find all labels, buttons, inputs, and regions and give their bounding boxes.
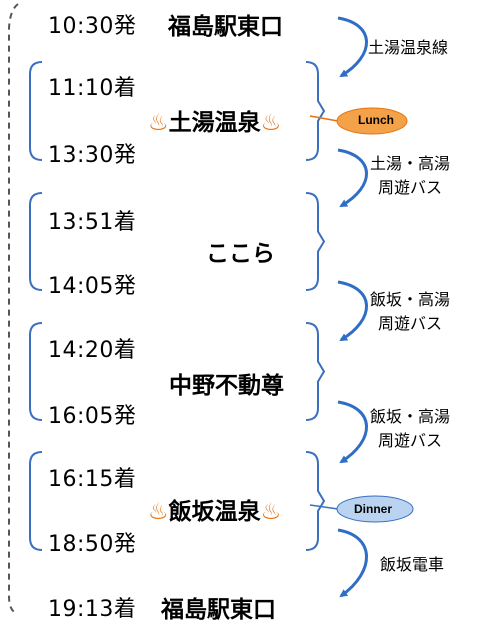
brace-right-1 xyxy=(305,61,326,161)
stop-name-iizaka: 飯坂温泉 xyxy=(168,499,261,525)
time-arrive-iizaka: 16:15着 xyxy=(48,467,137,492)
brace-left-3 xyxy=(29,322,43,421)
time-arrive-tsuchiyu: 11:10着 xyxy=(48,76,137,101)
route-label-line: 飯坂・高湯 xyxy=(370,407,451,426)
route-arrow-1 xyxy=(337,16,368,78)
lunch-connector xyxy=(309,115,339,122)
brace-right-4 xyxy=(305,451,326,551)
route-label-5: 飯坂電車 xyxy=(380,553,444,577)
route-arrow-3 xyxy=(337,280,368,342)
route-label-line: 周遊バス xyxy=(378,314,443,333)
route-label-1: 土湯温泉線 xyxy=(368,36,448,60)
time-arrive-nakano: 14:20着 xyxy=(48,338,137,363)
route-label-3: 飯坂・高湯 周遊バス xyxy=(370,288,450,336)
time-depart-kokora: 14:05発 xyxy=(48,274,137,299)
route-label-line: 土湯・高湯 xyxy=(370,154,451,173)
time-depart-nakano: 16:05発 xyxy=(48,404,137,429)
dashed-timeline xyxy=(8,3,19,614)
brace-left-2 xyxy=(29,192,43,291)
time-depart-iizaka: 18:50発 xyxy=(48,532,137,557)
brace-left-4 xyxy=(29,451,43,551)
time-depart-tsuchiyu: 13:30発 xyxy=(48,143,137,168)
route-label-line: 周遊バス xyxy=(378,431,443,450)
stop-name-fukushima: 福島駅東口 xyxy=(168,14,283,40)
stop-name-kokora: ここら xyxy=(206,241,275,267)
hot-spring-icon: ♨ xyxy=(148,110,169,136)
time-arrive-fukushima: 19:13着 xyxy=(48,597,137,622)
route-label-4: 飯坂・高湯 周遊バス xyxy=(370,405,450,453)
hot-spring-icon: ♨ xyxy=(148,499,169,525)
stop-name-nakano-fudoson: 中野不動尊 xyxy=(169,373,284,399)
lunch-tag-text: Lunch xyxy=(358,113,394,127)
route-arrow-2 xyxy=(337,148,368,208)
stop-name-tsuchiyu: 土湯温泉 xyxy=(168,110,261,136)
route-label-line: 飯坂・高湯 xyxy=(370,290,451,309)
hot-spring-icon: ♨ xyxy=(260,110,282,136)
route-label-line: 土湯温泉線 xyxy=(368,38,449,57)
route-arrow-5 xyxy=(337,528,368,598)
dinner-connector xyxy=(309,504,339,510)
brace-right-3 xyxy=(305,322,326,421)
route-label-line: 周遊バス xyxy=(378,178,443,197)
route-arrow-4 xyxy=(337,400,368,464)
brace-right-2 xyxy=(305,192,326,291)
dinner-badge xyxy=(336,495,414,523)
brace-left-1 xyxy=(29,61,43,161)
route-label-line: 飯坂電車 xyxy=(380,555,445,574)
stop-tsuchiyu: ♨土湯温泉♨ xyxy=(148,103,281,137)
time-depart-fukushima: 10:30発 xyxy=(48,14,137,39)
time-arrive-kokora: 13:51着 xyxy=(48,210,137,235)
hot-spring-icon: ♨ xyxy=(260,499,282,525)
lunch-badge xyxy=(336,107,408,135)
stop-iizaka: ♨飯坂温泉♨ xyxy=(148,492,281,526)
dinner-tag-text: Dinner xyxy=(354,502,393,516)
route-label-2: 土湯・高湯 周遊バス xyxy=(370,152,450,200)
